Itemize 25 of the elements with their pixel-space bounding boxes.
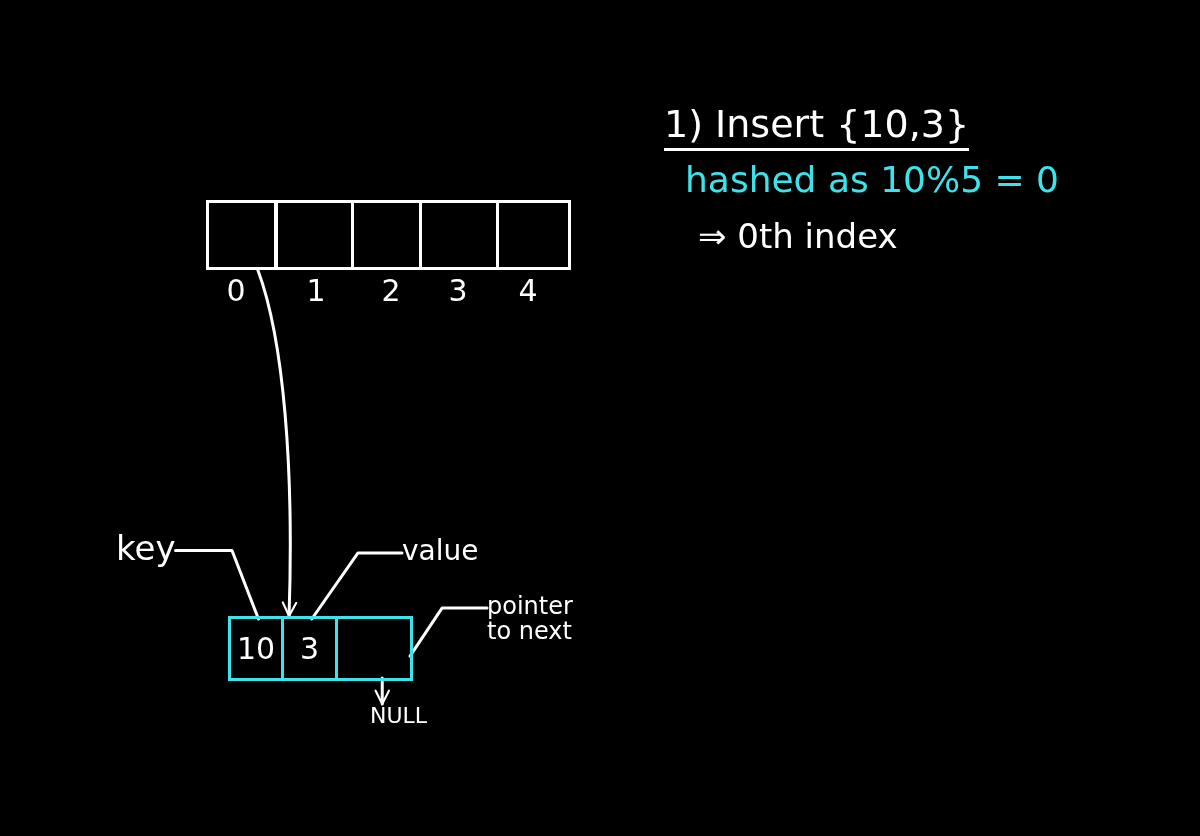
index-number: 1	[306, 274, 326, 307]
leader-line	[174, 549, 260, 621]
arrow	[374, 676, 390, 706]
arrow	[256, 268, 298, 618]
value-cell: 3	[281, 619, 335, 678]
null-label: NULL	[370, 704, 428, 729]
heading: 1) Insert {10,3}	[664, 104, 970, 151]
annotation-text: hashed as 10%5 = 0	[685, 160, 1060, 200]
annotation-label: key	[116, 530, 176, 568]
annotation-text: ⇒ 0th index	[698, 218, 898, 256]
array-cell	[496, 200, 571, 270]
index-number: 0	[226, 274, 246, 307]
annotation-label: pointer to next	[487, 594, 599, 645]
leader-line	[408, 606, 489, 658]
index-number: 4	[518, 274, 538, 307]
array-cell	[419, 200, 499, 270]
array-cell	[206, 200, 278, 270]
array-cell	[274, 200, 354, 270]
array-cell	[351, 200, 422, 270]
leader-line	[310, 551, 404, 621]
annotation-label: value	[402, 536, 479, 567]
list-node-box	[228, 616, 413, 681]
index-number: 3	[448, 274, 468, 307]
key-cell: 10	[231, 619, 281, 678]
index-number: 2	[381, 274, 401, 307]
